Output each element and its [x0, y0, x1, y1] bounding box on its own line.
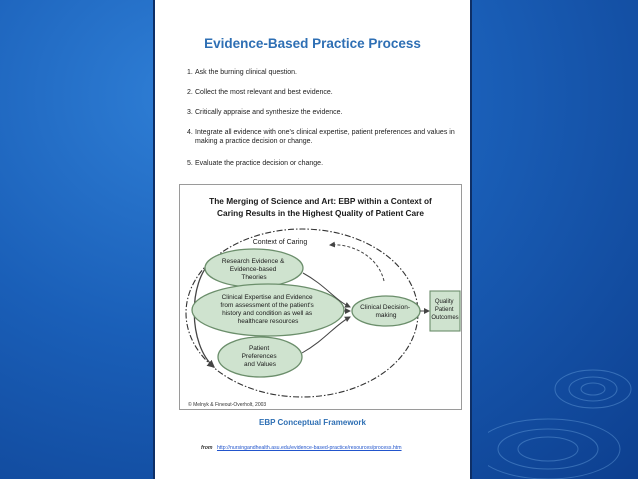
ebp-diagram-figure: The Merging of Science and Art: EBP with…	[179, 184, 462, 410]
clinical-decision-node	[351, 295, 421, 327]
document-title: Evidence-Based Practice Process	[204, 36, 421, 51]
step-2: 2. Collect the most relevant and best ev…	[187, 88, 458, 97]
patient-preferences-node	[217, 336, 303, 378]
step-number: 4.	[187, 129, 193, 136]
quality-outcomes-node	[429, 290, 461, 332]
figure-title: The Merging of Science and Art: EBP with…	[180, 195, 461, 219]
figure-title-line-2: Caring Results in the Highest Quality of…	[217, 208, 424, 218]
figure-credit: © Melnyk & Fineout-Overholt, 2003	[188, 402, 267, 408]
step-number: 1.	[187, 69, 193, 76]
water-ripple-decoration	[488, 369, 632, 479]
step-text: Integrate all evidence with one's clinic…	[195, 129, 455, 145]
source-line: from http://nursingandhealth.asu.edu/evi…	[201, 445, 402, 451]
clinical-decision-label: Clinical Decision- making	[360, 304, 412, 319]
patient-preferences-label: Patient Preferences and Values	[242, 345, 279, 368]
step-text: Collect the most relevant and best evide…	[195, 89, 333, 96]
context-of-caring-label: Context of Caring	[253, 239, 308, 246]
diagram-canvas: Context of Caring Research Evidence & Ev…	[185, 228, 461, 398]
arrow-patient-to-decision	[301, 316, 351, 354]
step-text: Critically appraise and synthesize the e…	[195, 109, 343, 116]
clinical-expertise-label: Clinical Expertise and Evidence from ass…	[220, 294, 315, 325]
feedback-arrow-right	[329, 241, 385, 282]
research-evidence-label: Research Evidence & Evidence-based Theor…	[222, 258, 286, 281]
source-prefix: from	[201, 445, 213, 451]
source-link[interactable]: http://nursingandhealth.asu.edu/evidence…	[216, 445, 402, 451]
figure-caption: EBP Conceptual Framework	[259, 418, 366, 427]
clinical-expertise-node	[191, 283, 345, 337]
step-number: 3.	[187, 109, 193, 116]
arrow-research-to-decision	[302, 272, 351, 308]
step-text: Evaluate the practice decision or change…	[195, 160, 324, 167]
step-number: 5.	[187, 160, 193, 167]
figure-title-line-1: The Merging of Science and Art: EBP with…	[209, 196, 432, 206]
document-page: Evidence-Based Practice Process 1. Ask t…	[153, 0, 472, 479]
step-5: 5. Evaluate the practice decision or cha…	[187, 159, 458, 168]
step-4: 4. Integrate all evidence with one's cli…	[187, 128, 458, 146]
step-1: 1. Ask the burning clinical question.	[187, 68, 458, 77]
step-number: 2.	[187, 89, 193, 96]
quality-outcomes-label: Quality Patient Outcomes	[431, 299, 458, 321]
step-3: 3. Critically appraise and synthesize th…	[187, 108, 458, 117]
step-text: Ask the burning clinical question.	[195, 69, 297, 76]
